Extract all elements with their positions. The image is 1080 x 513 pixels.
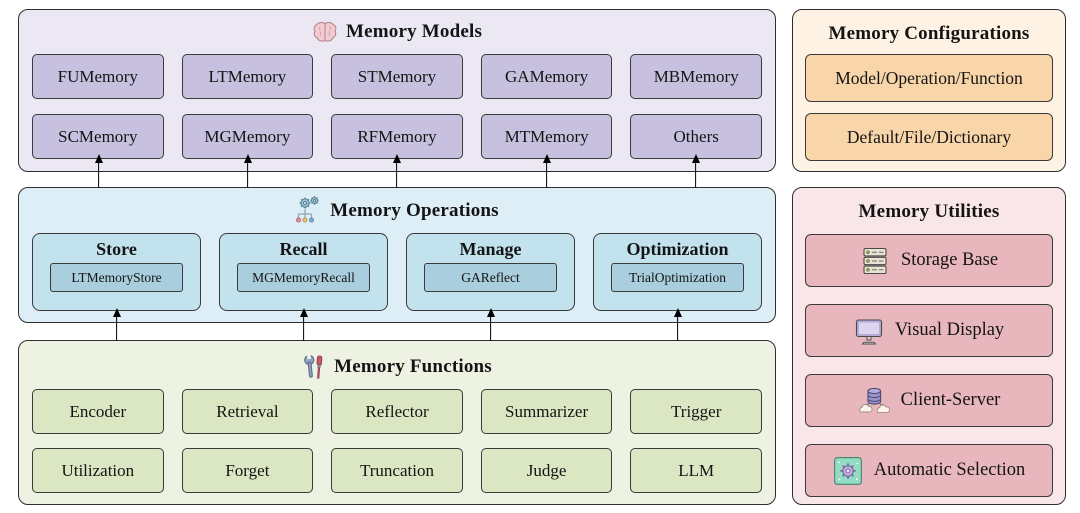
gears-network-icon: [295, 196, 322, 226]
operation-example-recall: MGMemoryRecall: [236, 263, 371, 292]
function-box-llm: LLM: [630, 448, 762, 493]
arrow-functions-to-operations-4: [671, 308, 684, 341]
function-box-summarizer: Summarizer: [480, 389, 613, 434]
memory-models-grid: FUMemory LTMemory STMemory GAMemory MBMe…: [32, 54, 762, 159]
memory-functions-header: Memory Functions: [32, 350, 762, 384]
model-box-mgmemory: MGMemory: [181, 114, 314, 159]
memory-utilities-header: Memory Utilities: [805, 196, 1053, 228]
function-box-reflector: Reflector: [331, 389, 463, 434]
model-box-mbmemory: MBMemory: [630, 54, 762, 99]
operation-name-optimization: Optimization: [626, 239, 729, 259]
panel-memory-operations: Memory Operations Store LTMemoryStore Re…: [18, 187, 776, 323]
function-box-trigger: Trigger: [630, 389, 762, 434]
memory-operations-grid: Store LTMemoryStore Recall MGMemoryRecal…: [32, 233, 762, 311]
arrow-operations-to-models-4: [540, 154, 553, 188]
utility-item-client-server: Client-Server: [805, 374, 1053, 427]
memory-models-title: Memory Models: [345, 21, 483, 42]
operation-name-manage: Manage: [459, 239, 522, 259]
panel-memory-configurations: Memory Configurations Model/Operation/Fu…: [792, 9, 1066, 172]
panel-memory-models: Memory Models FUMemory LTMemory STMemory…: [18, 9, 776, 172]
arrow-operations-to-models-3: [390, 154, 403, 188]
gear-box-icon: [833, 456, 863, 486]
function-box-encoder: Encoder: [32, 389, 164, 434]
utility-label: Client-Server: [900, 390, 1001, 410]
utility-item-automatic-selection: Automatic Selection: [805, 444, 1053, 497]
function-box-retrieval: Retrieval: [181, 389, 314, 434]
model-box-scmemory: SCMemory: [32, 114, 164, 159]
model-box-mtmemory: MTMemory: [480, 114, 613, 159]
memory-utilities-title: Memory Utilities: [858, 201, 1000, 222]
memory-configurations-title: Memory Configurations: [828, 23, 1030, 44]
operation-name-recall: Recall: [279, 239, 328, 259]
memory-models-header: Memory Models: [32, 15, 762, 49]
arrow-operations-to-models-5: [689, 154, 702, 188]
operation-example-store: LTMemoryStore: [49, 263, 184, 292]
model-box-stmemory: STMemory: [331, 54, 463, 99]
utility-item-visual-display: Visual Display: [805, 304, 1053, 357]
model-box-rfmemory: RFMemory: [331, 114, 463, 159]
model-box-others: Others: [630, 114, 762, 159]
function-box-forget: Forget: [181, 448, 314, 493]
function-box-truncation: Truncation: [331, 448, 463, 493]
operation-example-manage: GAReflect: [423, 263, 558, 292]
panel-memory-functions: Memory Functions Encoder Retrieval Refle…: [18, 340, 776, 505]
memory-utilities-list: Storage Base Visual Display: [805, 234, 1053, 497]
function-box-judge: Judge: [480, 448, 613, 493]
arrow-functions-to-operations-2: [297, 308, 310, 341]
panel-memory-utilities: Memory Utilities: [792, 187, 1066, 505]
memory-operations-header: Memory Operations: [32, 191, 762, 231]
operation-group-recall: Recall MGMemoryRecall: [219, 233, 388, 311]
memory-functions-grid: Encoder Retrieval Reflector Summarizer T…: [32, 389, 762, 493]
config-box-model-operation-function: Model/Operation/Function: [805, 54, 1053, 102]
operation-name-store: Store: [96, 239, 137, 259]
memory-functions-title: Memory Functions: [334, 356, 492, 377]
operation-group-store: Store LTMemoryStore: [32, 233, 201, 311]
arrow-functions-to-operations-1: [110, 308, 123, 341]
monitor-icon: [854, 316, 884, 346]
utility-label: Visual Display: [894, 320, 1005, 340]
function-box-utilization: Utilization: [32, 448, 164, 493]
tools-icon: [302, 353, 326, 381]
config-box-default-file-dictionary: Default/File/Dictionary: [805, 113, 1053, 161]
operation-group-manage: Manage GAReflect: [406, 233, 575, 311]
arrow-functions-to-operations-3: [484, 308, 497, 341]
arrow-operations-to-models-2: [241, 154, 254, 188]
brain-icon: [312, 21, 338, 44]
server-icon: [860, 246, 890, 276]
utility-label: Automatic Selection: [873, 460, 1026, 480]
utility-label: Storage Base: [900, 250, 999, 270]
model-box-gamemory: GAMemory: [480, 54, 613, 99]
model-box-ltmemory: LTMemory: [181, 54, 314, 99]
database-cloud-icon: [858, 386, 890, 416]
memory-configurations-header: Memory Configurations: [805, 18, 1053, 50]
arrow-operations-to-models-1: [92, 154, 105, 188]
model-box-fumemory: FUMemory: [32, 54, 164, 99]
utility-item-storage-base: Storage Base: [805, 234, 1053, 287]
operation-example-optimization: TrialOptimization: [610, 263, 745, 292]
operation-group-optimization: Optimization TrialOptimization: [593, 233, 762, 311]
memory-operations-title: Memory Operations: [330, 200, 499, 221]
memory-configurations-list: Model/Operation/Function Default/File/Di…: [805, 54, 1053, 161]
